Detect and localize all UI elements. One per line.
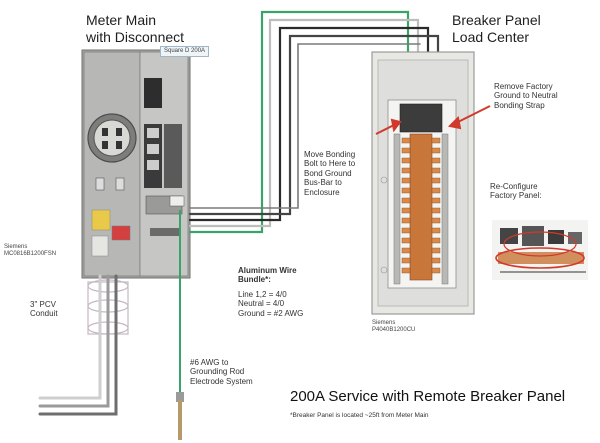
meter-tag: Square D 200A [160,46,210,58]
diagram-title: 200A Service with Remote Breaker Panel [290,388,566,405]
copper-bus [409,133,433,281]
bus-stab [401,247,411,254]
wire-bundle-specs: Line 1,2 = 4/0 Neutral = 4/0 Ground = #2… [238,290,304,318]
bus-stab [431,177,441,184]
bus-bar-stabs [401,137,441,274]
meter-main-title: Meter Main with Disconnect [86,12,185,45]
bus-stab [401,167,411,174]
bus-stab [401,227,411,234]
meter-main-model: Siemens MC0816B1200FSN [4,244,57,258]
breaker-panel-title: Breaker Panel Load Center [452,12,541,45]
breaker-panel-enclosure [371,51,475,315]
bus-stab [431,267,441,274]
conduit-label: 3" PCV Conduit [30,300,58,319]
bus-stab [401,257,411,264]
bus-stab [431,137,441,144]
remove-ground-note: Remove Factory Ground to Neutral Bonding… [494,82,558,110]
bus-stab [431,167,441,174]
bus-stab [401,207,411,214]
wire-bundle-heading: Aluminum Wire Bundle*: [238,266,297,285]
footer-note: *Breaker Panel is located ~25ft from Met… [290,412,429,419]
move-bonding-note: Move Bonding Bolt to Here to Bond Ground… [304,150,356,197]
grounding-label: #6 AWG to Grounding Rod Electrode System [190,358,253,386]
neutral-bar-right [441,133,449,285]
bus-stab [431,237,441,244]
bus-stab [431,257,441,264]
bus-stab [431,197,441,204]
warning-label [91,209,111,231]
bus-stab [431,227,441,234]
bus-stab [431,157,441,164]
bus-stab [401,137,411,144]
bus-stab [401,267,411,274]
neutral-bar-left [393,133,401,285]
grounding-rod [176,392,184,440]
breaker-panel-model: Siemens P4040B1200CU [372,320,416,334]
bus-stab [431,217,441,224]
bus-stab [431,207,441,214]
bus-stab [431,147,441,154]
service-entrance-wires [38,274,118,416]
bus-stab [431,247,441,254]
reconfigure-note: Re-Configure Factory Panel: [490,182,542,201]
bus-stab [401,177,411,184]
bus-stab [431,187,441,194]
bus-stab [401,197,411,204]
danger-label [111,225,131,241]
annotation-arrows [375,105,491,135]
meter-main-enclosure [81,49,191,279]
meter-socket [87,113,137,163]
bus-stab [401,157,411,164]
bus-stab [401,237,411,244]
bus-stab [401,187,411,194]
reconfigure-inset [492,220,588,280]
main-breaker [399,103,443,133]
bus-stab [401,217,411,224]
bus-stab [401,147,411,154]
ground-bar [169,195,185,207]
